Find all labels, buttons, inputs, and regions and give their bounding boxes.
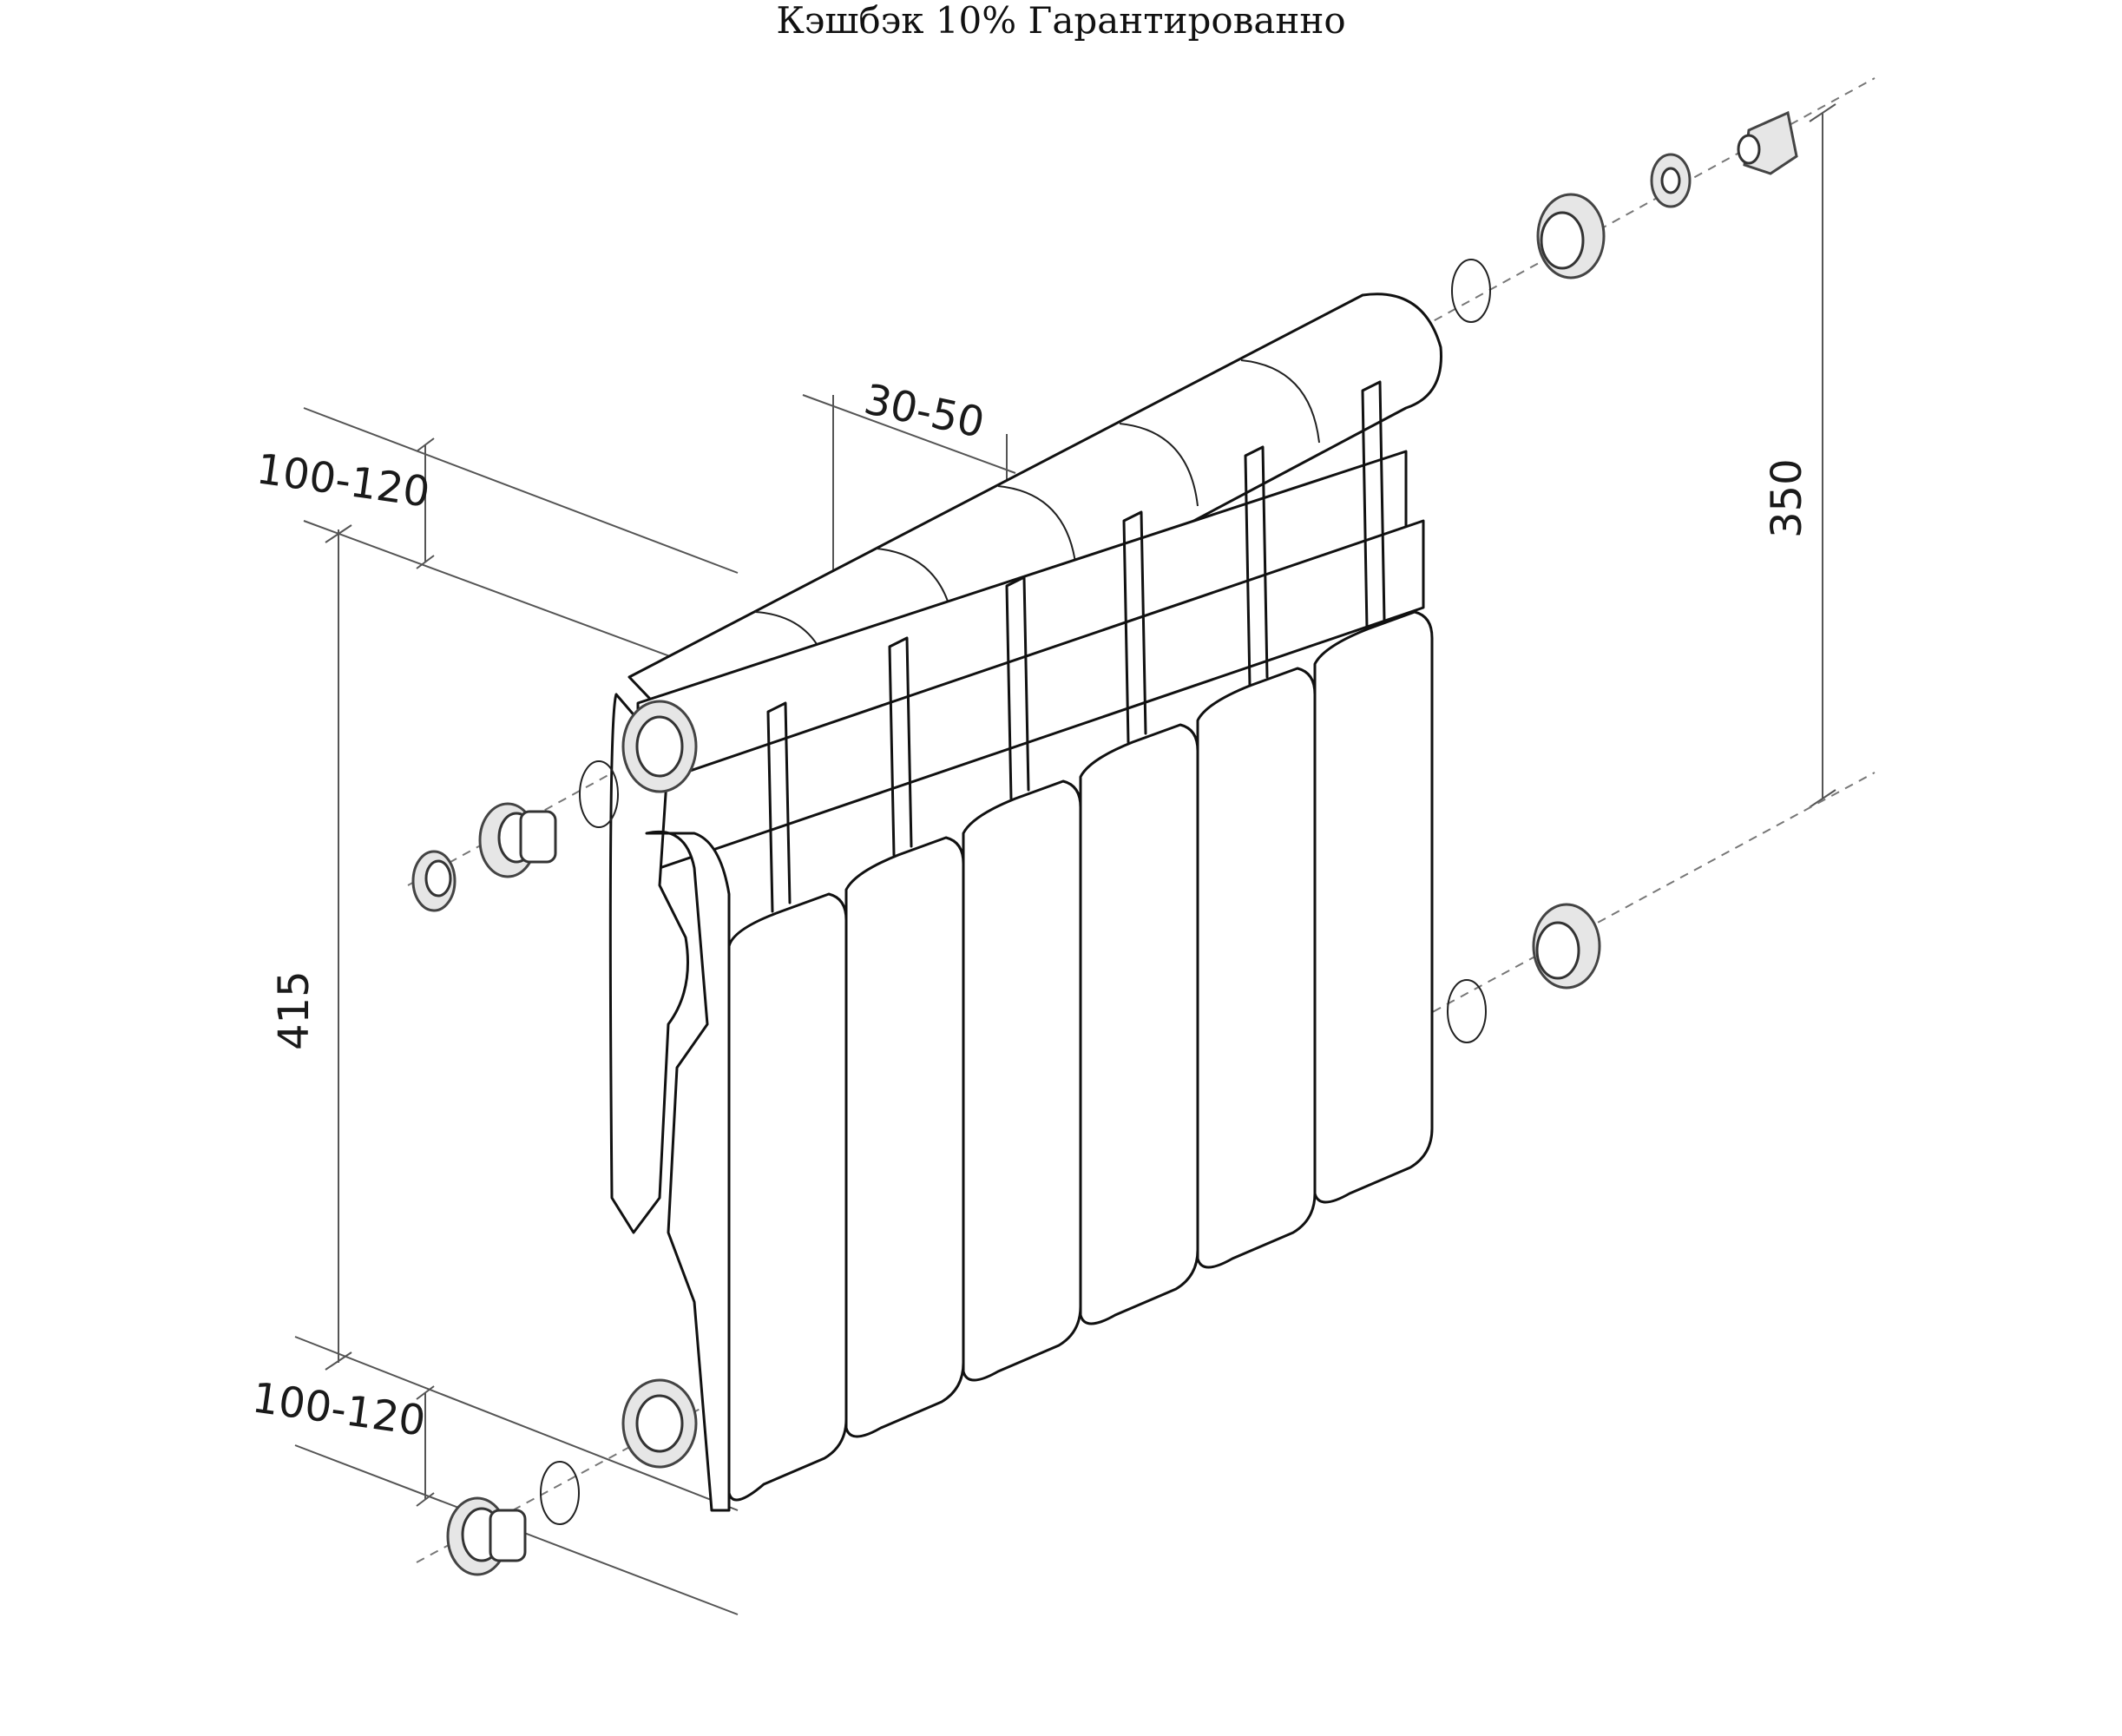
o-ring-icon [1451,259,1491,323]
plug-adapter-icon [446,1496,527,1576]
radiator-body [608,293,1442,1512]
dim-axis-distance-label: 350 [1763,458,1811,538]
dim-top-depth-label: 100-120 [253,444,432,516]
blind-plug-icon [411,850,457,912]
air-valve-icon [1737,110,1798,175]
plug-adapter-icon [1536,193,1606,279]
plug-adapter-icon [478,802,557,878]
o-ring-icon [1447,979,1487,1043]
washer-icon [1650,153,1692,208]
plug-adapter-icon [1532,903,1601,990]
dimension-lines [294,103,1836,1615]
fittings-right [1447,110,1798,1043]
dim-bottom-depth-label: 100-120 [249,1373,428,1445]
dim-overall-height-label: 415 [270,970,319,1050]
fittings-left [411,760,619,1576]
o-ring-icon [540,1461,580,1525]
dim-section-pitch-label: 30-50 [860,375,989,448]
o-ring-icon [579,760,619,828]
cashback-banner: Кэшбэк 10% Гарантированно [776,0,1346,42]
dimension-labels: 100-120 30-50 350 415 100-120 [249,375,1811,1446]
